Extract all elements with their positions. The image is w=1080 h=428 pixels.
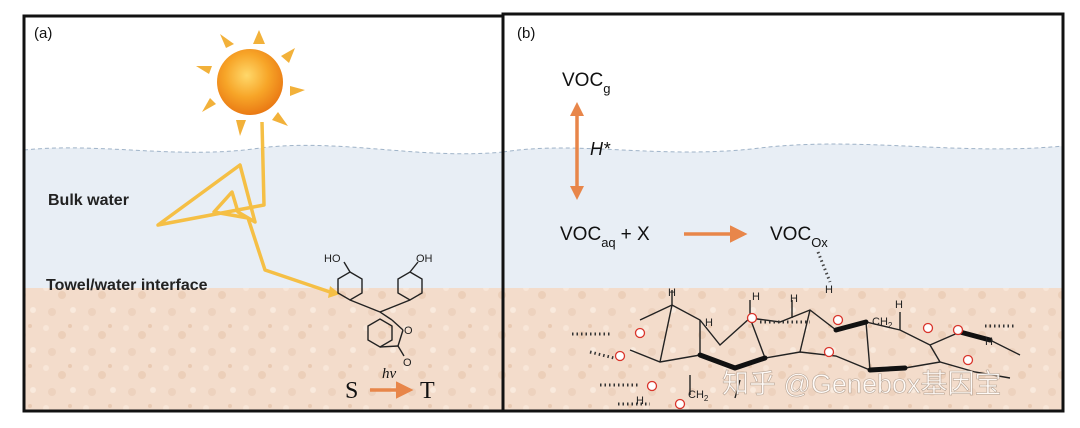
light-beam	[156, 121, 331, 294]
molecule-structure	[337, 261, 423, 357]
henry-constant: H*	[590, 139, 611, 159]
towel-layer-a	[24, 288, 503, 411]
oh-right-label: OH	[416, 253, 433, 265]
sun-icon	[196, 30, 305, 136]
voc-oxidized: VOCOx	[770, 224, 828, 250]
panel-b-label: (b)	[517, 25, 535, 42]
henry-equilibrium-arrow	[570, 102, 584, 200]
o-ring-label: O	[404, 325, 413, 337]
reaction-from: S	[345, 378, 358, 404]
atom-h: H	[825, 284, 833, 296]
bulk-water-label: Bulk water	[48, 192, 129, 209]
atom-h: H	[790, 293, 798, 305]
light-arrow-head	[328, 286, 340, 298]
towel-layer-b	[503, 288, 1063, 411]
cellulose-structure: H H H H H H H H CH2 CH2	[572, 284, 1021, 410]
panel-a-label: (a)	[34, 25, 52, 42]
reaction-to: T	[420, 378, 435, 404]
atom-h: H	[705, 317, 713, 329]
atom-h: H	[985, 336, 993, 348]
atom-h: H	[752, 291, 760, 303]
panel-b: (b) VOCg H* VOCaq+ X VOCOx	[501, 12, 1065, 413]
watermark: 知乎 @Genebox基因宝	[722, 369, 1002, 399]
water-layer-a	[24, 145, 503, 288]
atom-ch2: CH2	[872, 316, 893, 330]
atom-h: H	[668, 287, 676, 299]
voc-aqueous: VOCaq+ X	[560, 224, 650, 250]
voc-gas: VOCg	[562, 70, 610, 96]
panel-a: (a) Bulk water Towel/water interface	[22, 14, 505, 413]
oh-left-label: HO	[324, 253, 341, 265]
interface-label: Towel/water interface	[46, 277, 208, 294]
o-carbonyl-label: O	[403, 357, 412, 369]
atom-h: H	[895, 299, 903, 311]
reaction-condition: hν	[382, 366, 397, 382]
hydrogen-bond-dash	[816, 251, 832, 283]
water-layer-b	[503, 144, 1063, 288]
atom-h: H	[636, 395, 644, 407]
atom-ch2: CH2	[688, 389, 709, 403]
